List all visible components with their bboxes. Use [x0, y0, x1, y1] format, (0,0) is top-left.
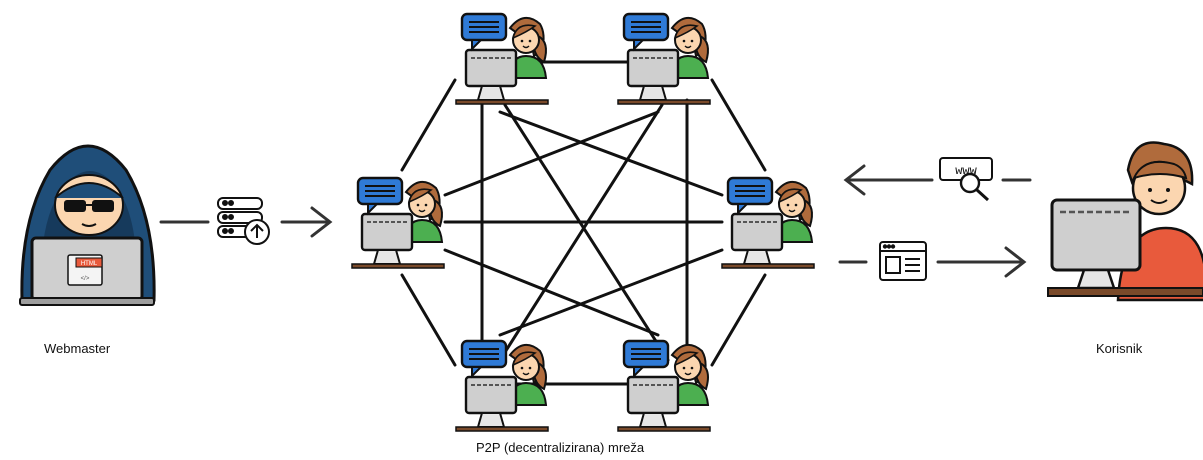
- svg-text:</>: </>: [81, 276, 90, 282]
- hooded-hacker-with-laptop-icon: HTML </>: [19, 144, 156, 306]
- webmaster-label: Webmaster: [44, 341, 111, 356]
- user-at-computer-icon: [1047, 141, 1203, 302]
- peer-bottom-left: [454, 339, 550, 433]
- upload-flow: [159, 206, 333, 238]
- peer-middle-left: [350, 176, 446, 270]
- user-label: Korisnik: [1096, 341, 1143, 356]
- request-arrow: [843, 164, 1032, 196]
- laptop-badge: HTML: [81, 261, 98, 267]
- peer-top-left: [454, 12, 550, 106]
- server-upload-icon: [217, 197, 270, 245]
- www-search-icon: www: [939, 157, 993, 202]
- network-label: P2P (decentralizirana) mreža: [476, 440, 645, 455]
- webpage-icon: [879, 241, 927, 281]
- peer-middle-right: [720, 176, 816, 270]
- peer-bottom-right: [616, 339, 712, 433]
- network-edges: [400, 60, 767, 386]
- response-arrow: [838, 246, 1027, 278]
- peer-top-right: [616, 12, 712, 106]
